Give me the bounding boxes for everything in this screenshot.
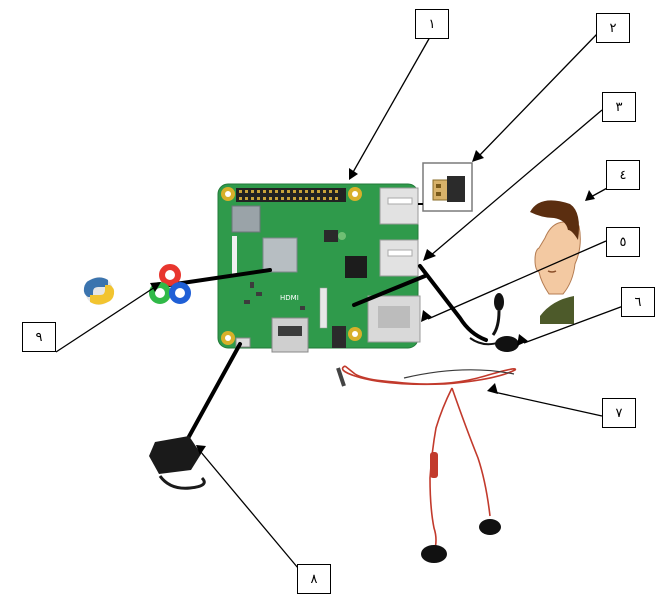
callout-label-9: ٩ (36, 330, 43, 345)
callout-label-2: ٢ (610, 21, 617, 36)
microphone-icon (470, 293, 519, 352)
callout-box-8: ٨ (297, 564, 331, 594)
callout-label-7: ٧ (616, 406, 623, 421)
callout-box-1: ١ (415, 9, 449, 39)
callout-label-8: ٨ (311, 572, 318, 587)
hdmi-label: HDMI (280, 294, 299, 302)
callout-box-7: ٧ (602, 398, 636, 428)
callout-box-3: ٣ (602, 92, 636, 122)
callout-box-2: ٢ (596, 13, 630, 43)
python-logo-icon (84, 277, 114, 305)
usb-dongle-icon (423, 163, 472, 211)
callout-label-4: ٤ (620, 168, 627, 183)
earphones-icon (338, 366, 515, 563)
callout-box-4: ٤ (606, 160, 640, 190)
raspberry-pi-board: HDMI (218, 184, 420, 352)
gpio-header (236, 188, 346, 202)
face-icon (530, 200, 580, 324)
callout-box-6: ٦ (621, 287, 655, 317)
power-adapter-icon (149, 436, 204, 488)
callout-box-5: ٥ (606, 227, 640, 257)
callout-label-5: ٥ (620, 235, 627, 250)
callout-box-9: ٩ (22, 322, 56, 352)
callout-label-1: ١ (429, 17, 436, 32)
callout-label-6: ٦ (635, 295, 642, 310)
callout-label-3: ٣ (616, 100, 623, 115)
